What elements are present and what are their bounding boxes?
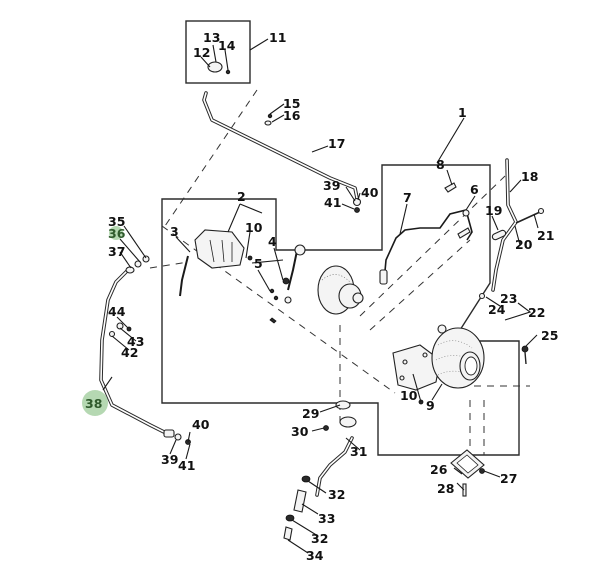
- rod-3: [179, 255, 189, 297]
- bracket-part-19-21: [478, 207, 545, 300]
- callout-26[interactable]: 26: [430, 462, 448, 477]
- callout-19[interactable]: 19: [485, 203, 502, 218]
- fasteners-part-15-16: [264, 113, 273, 126]
- harness-7: [383, 209, 473, 283]
- sensor-part-8: [444, 182, 457, 193]
- callout-25[interactable]: 25: [541, 328, 558, 343]
- clamp-part-32a: [301, 475, 311, 483]
- leader-lines: [102, 38, 539, 554]
- nut-part-27: [479, 468, 485, 474]
- callout-15[interactable]: 15: [283, 96, 300, 111]
- line-38: [99, 266, 170, 436]
- callout-40-lower[interactable]: 40: [192, 417, 210, 432]
- callout-39-lower[interactable]: 39: [161, 452, 178, 467]
- highlight-bubble-38-main: [82, 390, 108, 416]
- callout-2[interactable]: 2: [237, 189, 246, 204]
- callout-13[interactable]: 13: [203, 30, 220, 45]
- actuator-part-2: [194, 229, 253, 269]
- callout-8[interactable]: 8: [436, 157, 445, 172]
- fitting-part-34: [283, 526, 293, 541]
- callout-43[interactable]: 43: [127, 334, 144, 349]
- callout-16[interactable]: 16: [283, 108, 301, 123]
- callout-37[interactable]: 37: [108, 244, 125, 259]
- connector-part-6: [457, 209, 471, 239]
- callout-40-upper[interactable]: 40: [361, 185, 379, 200]
- callout-34[interactable]: 34: [306, 548, 324, 563]
- highlight-bubble-38-secondary: [109, 226, 123, 240]
- fittings-part-39-41-upper: [352, 197, 362, 213]
- callout-21[interactable]: 21: [537, 228, 554, 243]
- oil-supply-line-17: [202, 91, 359, 200]
- turbocharger-part-9: [392, 324, 485, 405]
- callout-labels: 1 2 3 4 5 6 7 8 9 10 10 11 12 13 14 15 1…: [85, 30, 558, 563]
- oil-drain-tube-31: [315, 436, 354, 497]
- bolt-part-30: [323, 425, 329, 431]
- callout-27[interactable]: 27: [500, 471, 517, 486]
- callout-28[interactable]: 28: [437, 481, 454, 496]
- detail-box-part-11: [185, 20, 251, 84]
- fittings-part-39-41-lower: [163, 429, 191, 445]
- callout-9[interactable]: 9: [426, 398, 435, 413]
- bolt-part-25: [521, 345, 529, 365]
- callout-32-upper[interactable]: 32: [328, 487, 345, 502]
- callout-7[interactable]: 7: [403, 190, 412, 205]
- callout-5[interactable]: 5: [254, 256, 263, 271]
- callout-39-upper[interactable]: 39: [323, 178, 340, 193]
- gasket-part-29: [335, 400, 357, 428]
- callout-18[interactable]: 18: [521, 169, 538, 184]
- callout-41-upper[interactable]: 41: [324, 195, 341, 210]
- callout-1[interactable]: 1: [458, 105, 467, 120]
- callout-33[interactable]: 33: [318, 511, 335, 526]
- assembly-outline-part-1: [161, 164, 520, 456]
- callout-32-lower[interactable]: 32: [311, 531, 328, 546]
- clamp-part-32b: [285, 514, 295, 522]
- callout-12[interactable]: 12: [193, 45, 210, 60]
- callout-36[interactable]: 36: [108, 226, 126, 241]
- callout-24[interactable]: 24: [488, 302, 506, 317]
- callout-10-turbo[interactable]: 10: [400, 388, 418, 403]
- callout-17[interactable]: 17: [328, 136, 345, 151]
- callout-20[interactable]: 20: [515, 237, 533, 252]
- callout-42[interactable]: 42: [121, 345, 138, 360]
- callout-22[interactable]: 22: [528, 305, 545, 320]
- callout-4[interactable]: 4: [268, 234, 277, 249]
- bracket-part-4: [269, 244, 306, 324]
- callout-31[interactable]: 31: [350, 444, 367, 459]
- sensor-part-13: [207, 61, 231, 75]
- hose-part-33: [293, 489, 307, 513]
- callout-29[interactable]: 29: [302, 406, 319, 421]
- callout-44[interactable]: 44: [108, 304, 126, 319]
- fittings-part-35-37: [125, 255, 150, 274]
- compressor-wheel-housing: [317, 265, 364, 315]
- callout-38[interactable]: 38: [85, 396, 102, 411]
- line-18: [491, 158, 518, 292]
- callout-35[interactable]: 35: [108, 214, 125, 229]
- callout-41-lower[interactable]: 41: [178, 458, 195, 473]
- stud-part-28: [462, 483, 467, 497]
- callout-10-actuator[interactable]: 10: [245, 220, 263, 235]
- callout-14[interactable]: 14: [218, 38, 236, 53]
- callout-6[interactable]: 6: [470, 182, 479, 197]
- callout-23[interactable]: 23: [500, 291, 517, 306]
- callout-30[interactable]: 30: [291, 424, 309, 439]
- callout-11[interactable]: 11: [269, 30, 286, 45]
- connector-harness-end: [379, 269, 388, 285]
- gasket-part-26: [450, 449, 485, 479]
- callout-3[interactable]: 3: [170, 224, 179, 239]
